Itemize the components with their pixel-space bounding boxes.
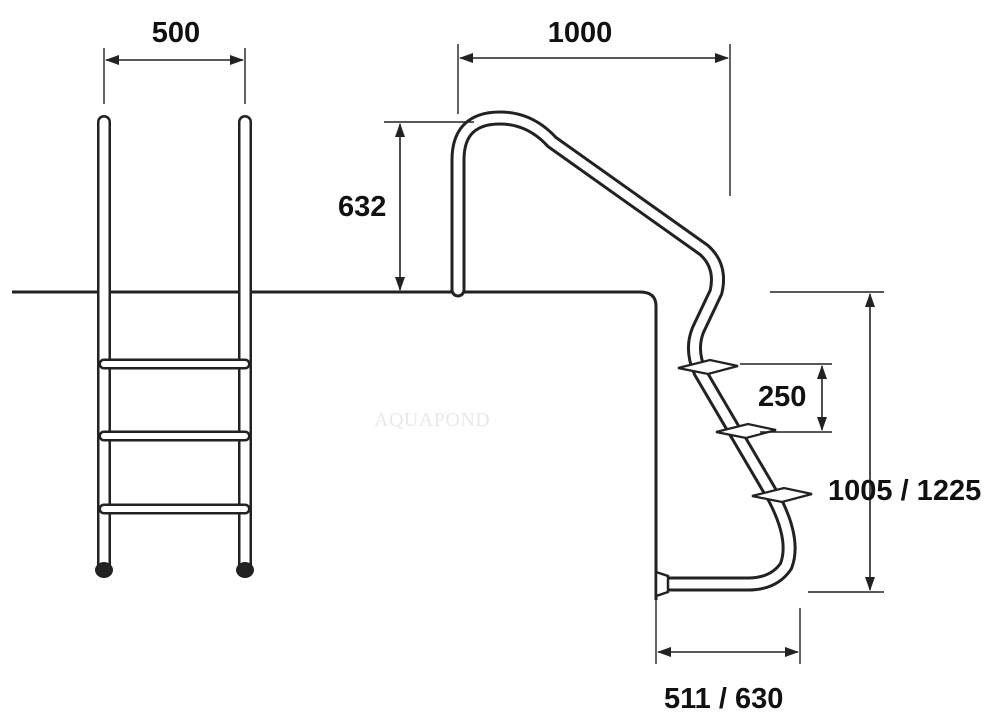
wall-anchor xyxy=(654,570,670,598)
ladder-step xyxy=(677,358,739,376)
label-ladder-depth: 1005 / 1225 xyxy=(828,475,981,507)
ladder-front-view xyxy=(95,115,254,578)
ladder-step xyxy=(751,486,813,504)
dimension-ladder-width: 500 xyxy=(103,17,246,104)
dimension-handrail-reach: 1000 xyxy=(457,17,731,196)
ladder-side-view xyxy=(450,110,813,598)
watermark-logo: AQUAPOND xyxy=(374,409,490,431)
ladder-foot xyxy=(236,562,254,578)
ladder-foot xyxy=(95,562,113,578)
label-ladder-base-offset: 511 / 630 xyxy=(664,683,783,715)
pool-wall xyxy=(12,290,658,600)
dimension-ladder-depth: 1005 / 1225 xyxy=(770,291,981,593)
label-step-spacing: 250 xyxy=(758,381,806,413)
dimension-handrail-height: 632 xyxy=(338,121,474,291)
label-ladder-width: 500 xyxy=(152,17,200,49)
ladder-step xyxy=(715,422,777,440)
dimension-ladder-base-offset: 511 / 630 xyxy=(655,600,801,715)
dimension-step-spacing: 250 xyxy=(740,363,832,433)
label-handrail-reach: 1000 xyxy=(548,17,613,49)
label-handrail-height: 632 xyxy=(338,191,386,223)
